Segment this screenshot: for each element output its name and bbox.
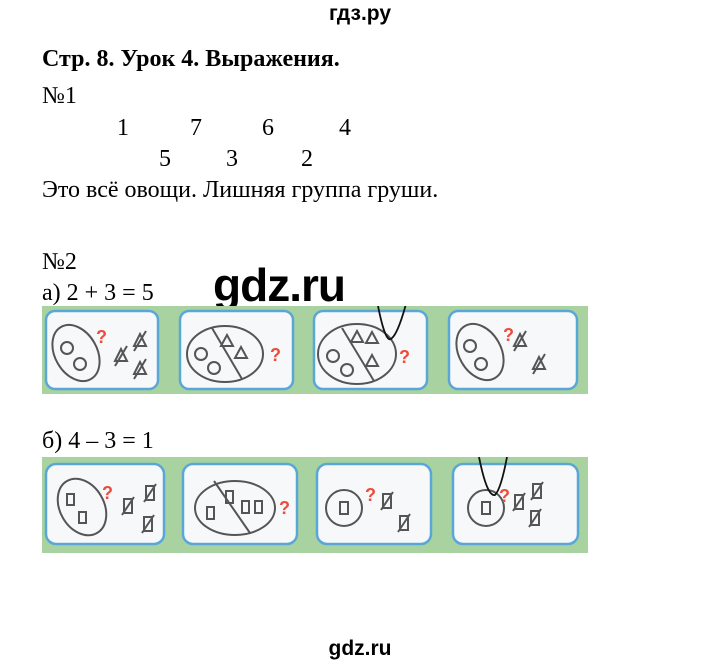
question-mark: ?: [270, 345, 281, 365]
task1-label: №1: [42, 83, 77, 109]
question-mark: ?: [96, 327, 107, 347]
number: 6: [262, 115, 274, 141]
number: 3: [226, 146, 238, 172]
question-mark: ?: [399, 347, 410, 367]
picture-strip-b: ? ? ? ?: [42, 457, 588, 553]
task2-b: б) 4 – 3 = 1: [42, 428, 154, 454]
task1-answer: Это всё овощи. Лишняя группа груши.: [42, 177, 439, 203]
question-mark: ?: [503, 325, 514, 345]
question-mark: ?: [499, 486, 510, 506]
page-title: Стр. 8. Урок 4. Выражения.: [42, 46, 340, 72]
watermark: gdz.ru: [213, 259, 346, 311]
task2-label: №2: [42, 249, 77, 275]
picture-strip-a: ? ? ? ?: [42, 306, 588, 394]
question-mark: ?: [365, 485, 376, 505]
question-mark: ?: [102, 483, 113, 503]
number: 4: [339, 115, 351, 141]
task2-a: а) 2 + 3 = 5: [42, 280, 154, 306]
question-mark: ?: [279, 498, 290, 518]
number: 1: [117, 115, 129, 141]
number: 2: [301, 146, 313, 172]
footer-site: gdz.ru: [328, 637, 392, 660]
header-site: гдз.ру: [328, 2, 392, 25]
number: 5: [159, 146, 171, 172]
number: 7: [190, 115, 202, 141]
